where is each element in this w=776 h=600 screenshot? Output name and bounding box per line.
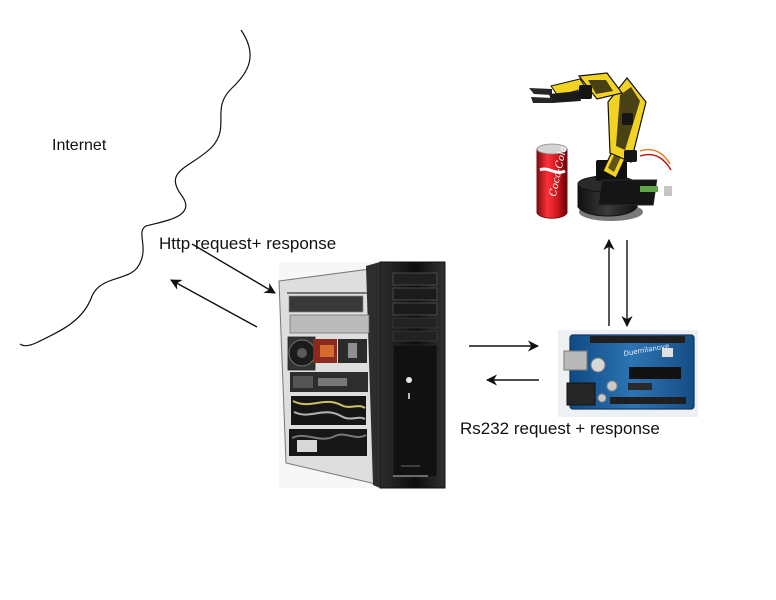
arduino-board-image: Duemilanove xyxy=(558,330,698,417)
http-request-response-label: Http request+ response xyxy=(159,234,337,253)
internet-cloud-outline xyxy=(19,29,251,347)
http-response-arrow xyxy=(170,279,258,328)
http-request-arrow xyxy=(191,243,276,294)
rs232-request-response-label: Rs232 request + response xyxy=(460,419,660,438)
soda-can-image: Coca-Cola xyxy=(536,143,569,219)
pc-tower-image xyxy=(278,261,446,489)
internet-label: Internet xyxy=(52,137,107,154)
robot-arm-image: Coca-Cola xyxy=(529,72,672,221)
